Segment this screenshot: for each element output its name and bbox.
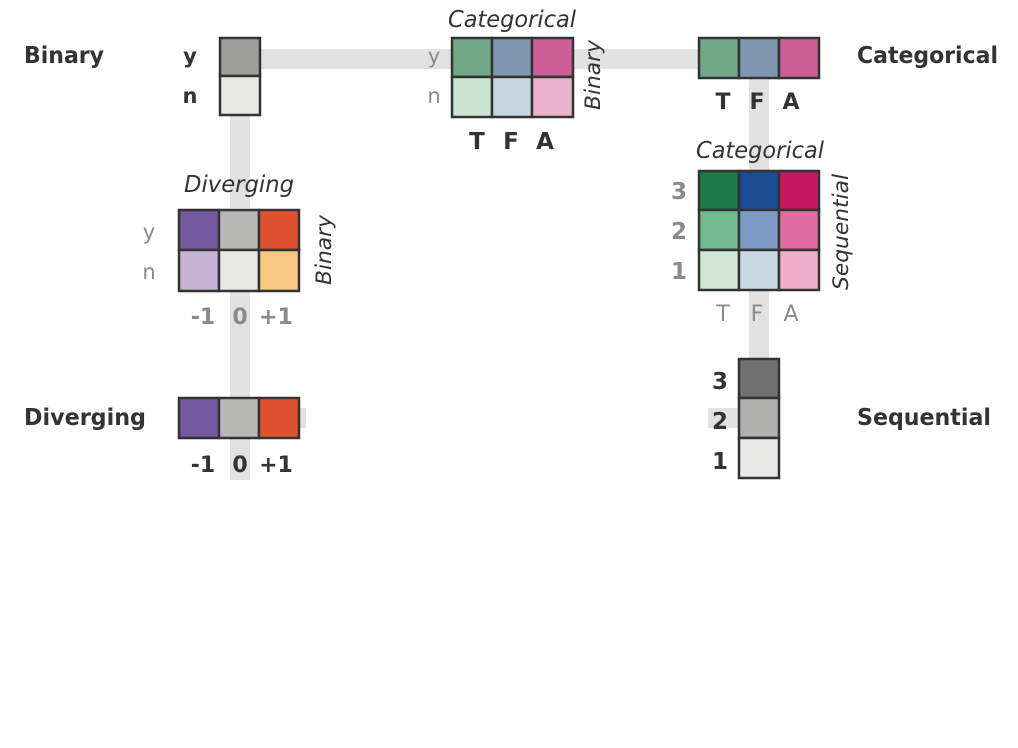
sequential-swatch-2: [737, 396, 781, 440]
binary-diverging-top-label: Diverging: [184, 172, 294, 198]
binary-categorical-cell-n-F: [490, 75, 534, 119]
sequential-label-3: 3: [712, 369, 728, 395]
categorical-sequential-cell-2-A: [777, 208, 821, 252]
binary-diverging-cell-y-0: [217, 208, 261, 252]
binary-diverging-cell-y-pos1: [257, 208, 301, 252]
diverging-title: Diverging: [24, 405, 146, 431]
categorical-sequential-matrix: Categorical 3 2 1 T F A Sequential: [671, 138, 853, 327]
categorical-sequential-cell-1-F: [737, 248, 781, 292]
categorical-label-A: A: [782, 90, 799, 115]
categorical-legend: T F A: [697, 36, 821, 115]
connector-binary-categorical-to-categorical: [573, 49, 699, 69]
binary-categorical-cell-y-F: [490, 36, 534, 79]
binary-categorical-row-label-y: y: [428, 44, 440, 68]
binary-categorical-cell-n-T: [450, 75, 494, 119]
binary-diverging-col-label-pos1: +1: [259, 305, 293, 330]
sequential-swatch-3: [737, 357, 781, 400]
categorical-sequential-cell-3-F: [737, 169, 781, 212]
categorical-sequential-cell-3-A: [777, 169, 821, 212]
sequential-swatch-1: [737, 436, 781, 480]
binary-categorical-side-label: Binary: [581, 39, 605, 110]
categorical-sequential-row-label-1: 1: [671, 259, 687, 285]
sequential-label-1: 1: [712, 449, 728, 475]
binary-label-y: y: [183, 44, 197, 68]
sequential-label-2: 2: [712, 409, 728, 435]
sequential-legend: 3 2 1: [712, 357, 781, 480]
diverging-label-pos1: +1: [259, 453, 293, 478]
binary-diverging-cell-y-neg1: [177, 208, 221, 252]
categorical-sequential-col-label-T: T: [715, 302, 730, 327]
categorical-sequential-top-label: Categorical: [696, 138, 825, 164]
categorical-sequential-cell-1-A: [777, 248, 821, 292]
connector-binary-to-binary-diverging: [230, 115, 250, 208]
binary-categorical-top-label: Categorical: [448, 7, 577, 33]
categorical-sequential-col-label-F: F: [751, 302, 764, 327]
binary-diverging-cell-n-pos1: [257, 248, 301, 293]
binary-diverging-row-label-n: n: [142, 260, 155, 284]
connector-categorical-sequential-to-sequential: [749, 290, 769, 360]
categorical-sequential-row-label-3: 3: [671, 179, 687, 205]
binary-categorical-row-label-n: n: [427, 84, 440, 108]
categorical-label-T: T: [715, 90, 730, 115]
categorical-sequential-cell-3-T: [697, 169, 741, 212]
categorical-sequential-row-label-2: 2: [671, 219, 687, 245]
connector-categorical-to-categorical-sequential: [749, 78, 769, 170]
binary-categorical-cell-y-T: [450, 36, 494, 79]
binary-label-n: n: [183, 84, 198, 108]
categorical-sequential-cell-2-F: [737, 208, 781, 252]
binary-swatch-n: [218, 74, 262, 117]
connector-diverging-stub: [298, 408, 306, 428]
binary-legend: y n: [183, 36, 262, 117]
binary-diverging-col-label-0: 0: [232, 305, 247, 330]
binary-diverging-cell-n-neg1: [177, 248, 221, 293]
binary-categorical-col-label-T: T: [469, 129, 485, 155]
sequential-title: Sequential: [857, 405, 991, 431]
categorical-sequential-side-label: Sequential: [829, 174, 853, 290]
categorical-swatch-A: [777, 36, 821, 80]
binary-categorical-matrix: Categorical y n T F A Binary: [427, 7, 605, 155]
diverging-swatch-neg1: [177, 396, 221, 440]
binary-categorical-col-label-F: F: [503, 129, 519, 155]
binary-categorical-cell-y-A: [530, 36, 575, 79]
diverging-legend: -1 0 +1: [177, 396, 301, 478]
categorical-title: Categorical: [857, 43, 998, 69]
categorical-swatch-F: [737, 36, 781, 80]
diverging-label-0: 0: [232, 453, 247, 478]
binary-diverging-matrix: Diverging y n -1 0 +1 Binary: [142, 172, 336, 330]
diverging-swatch-0: [217, 396, 261, 440]
binary-diverging-row-label-y: y: [143, 220, 155, 244]
diverging-swatch-pos1: [257, 396, 301, 440]
binary-categorical-cell-n-A: [530, 75, 575, 119]
categorical-sequential-col-label-A: A: [783, 302, 798, 327]
connector-sequential-stub: [708, 408, 740, 428]
categorical-swatch-T: [697, 36, 741, 80]
binary-title: Binary: [24, 43, 104, 69]
categorical-label-F: F: [749, 90, 764, 115]
binary-diverging-col-label-neg1: -1: [191, 305, 215, 330]
connector-binary-to-binary-categorical: [260, 49, 452, 69]
binary-diverging-cell-n-0: [217, 248, 261, 293]
diverging-label-neg1: -1: [191, 453, 215, 478]
binary-categorical-col-label-A: A: [536, 129, 554, 155]
corner-labels: Binary Categorical Diverging Sequential: [24, 43, 998, 431]
categorical-sequential-cell-1-T: [697, 248, 741, 292]
binary-diverging-side-label: Binary: [312, 214, 336, 285]
categorical-sequential-cell-2-T: [697, 208, 741, 252]
binary-swatch-y: [218, 36, 262, 78]
